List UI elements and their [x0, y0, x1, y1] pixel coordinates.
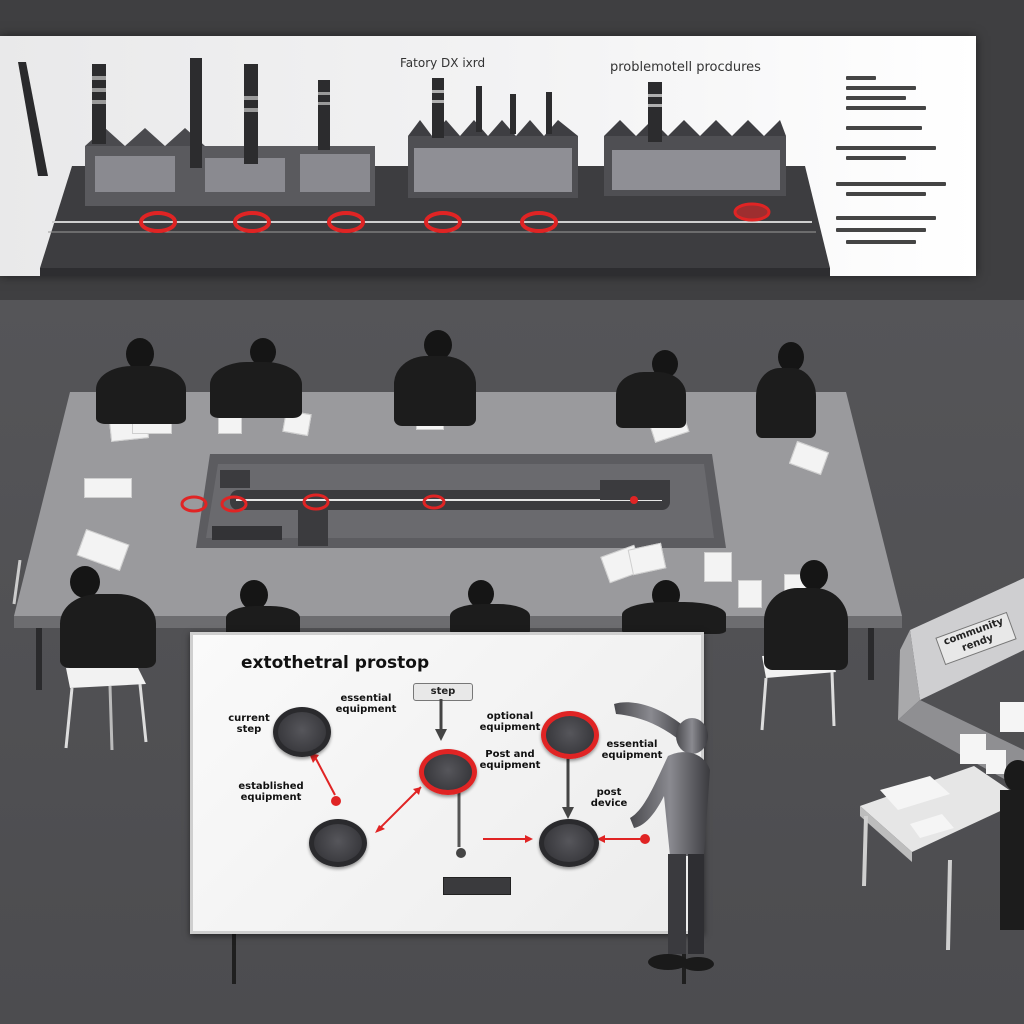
- screen-title-right: problemotell procdures: [610, 60, 761, 75]
- label-established: established equipment: [238, 781, 304, 803]
- label-current-step: current step: [228, 713, 270, 735]
- label-essential-right: essential equipment: [601, 739, 663, 761]
- node-established-equipment[interactable]: [309, 819, 367, 867]
- screen-title-left: Fatory DX ixrd: [400, 56, 486, 70]
- node-post-device[interactable]: [539, 819, 599, 867]
- label-post-center: Post and equipment: [479, 749, 541, 771]
- node-current-step[interactable]: [273, 707, 331, 757]
- whiteboard-title: extothetral prostop: [241, 653, 430, 673]
- step-box[interactable]: step: [413, 683, 473, 701]
- node-post-equipment[interactable]: [419, 749, 477, 795]
- factory-illustration: [18, 58, 830, 276]
- node-optional-equipment[interactable]: [541, 711, 599, 759]
- presenter: [614, 702, 714, 971]
- projection-screen: Fatory DX ixrd problemotell procdures: [0, 36, 976, 276]
- label-optional: optional equipment: [479, 711, 541, 733]
- label-essential-top: essential equipment: [335, 693, 397, 715]
- whiteboard: extothetral prostop step: [190, 632, 704, 934]
- side-cabinet: [860, 578, 1024, 951]
- label-post-device: post device: [590, 787, 628, 809]
- flow-arrows: [309, 699, 650, 858]
- whiteboard-tray: [443, 877, 511, 895]
